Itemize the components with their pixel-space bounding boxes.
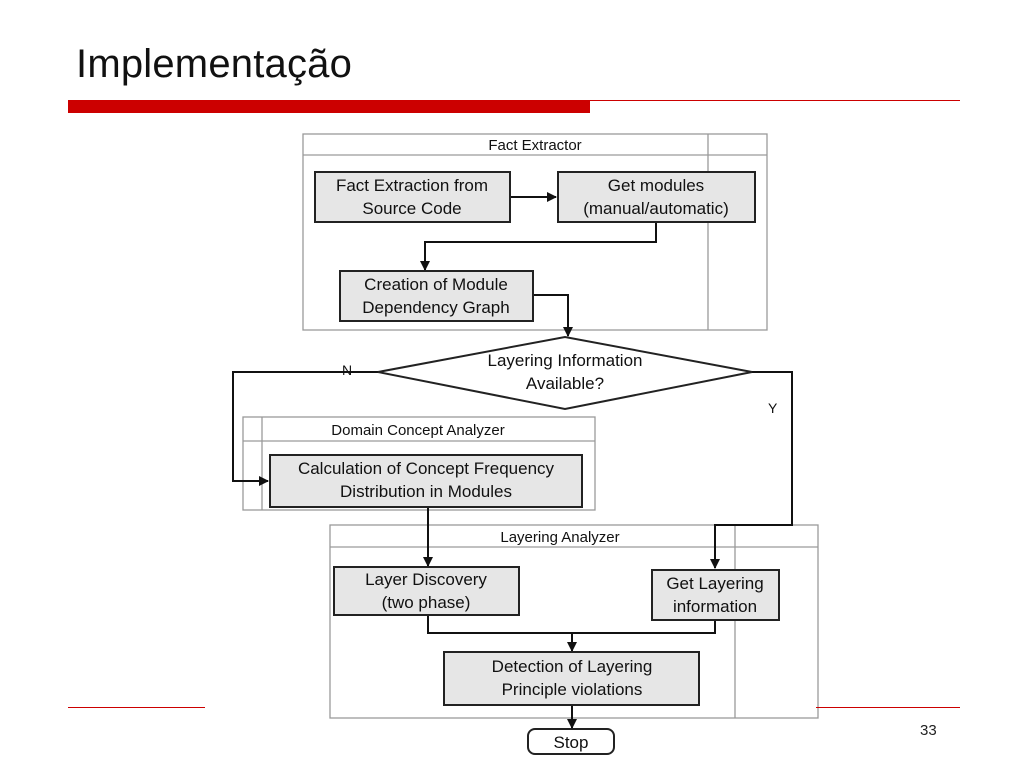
node-creation-mdg-line1: Creation of Module — [364, 275, 508, 294]
node-stop-label: Stop — [554, 733, 589, 752]
node-concept-frequency: Calculation of Concept Frequency Distrib… — [269, 454, 583, 508]
frame-fact-extractor: Fact Extractor — [302, 133, 768, 331]
page-number: 33 — [920, 722, 937, 739]
node-layering-decision-line1: Layering Information — [488, 351, 643, 370]
node-concept-frequency-line2: Distribution in Modules — [340, 482, 512, 501]
node-concept-frequency-line1: Calculation of Concept Frequency — [298, 459, 555, 478]
title-underline-thick — [68, 100, 590, 113]
node-detection-violations: Detection of Layering Principle violatio… — [443, 651, 700, 706]
slide-title: Implementação — [76, 42, 353, 86]
edge-label-yes: Y — [768, 400, 778, 416]
node-layering-decision-line2: Available? — [526, 374, 604, 393]
frame-fact-extractor-title: Fact Extractor — [488, 137, 581, 154]
node-creation-mdg-line2: Dependency Graph — [362, 298, 509, 317]
node-get-layering-info: Get Layering information — [651, 569, 780, 621]
node-layering-decision: Layering Information Available? — [377, 335, 753, 411]
frame-layering-analyzer-title: Layering Analyzer — [500, 529, 619, 546]
node-layer-discovery-line2: (two phase) — [382, 593, 471, 612]
node-detection-violations-line2: Principle violations — [502, 680, 643, 699]
edge-decision-yes — [710, 371, 793, 569]
edge-label-no: N — [342, 362, 352, 378]
node-get-modules: Get modules (manual/automatic) — [557, 171, 756, 223]
edge-modules-to-mdg — [420, 222, 657, 271]
frame-domain-concept-analyzer: Domain Concept Analyzer — [242, 416, 596, 511]
connectors — [232, 192, 793, 729]
edge-decision-no — [232, 371, 378, 486]
footer-rule-right — [816, 707, 960, 708]
node-get-modules-line1: Get modules — [608, 176, 704, 195]
title-underline-thin — [590, 100, 960, 101]
node-fact-extraction-line2: Source Code — [362, 199, 461, 218]
node-stop: Stop — [527, 728, 615, 755]
node-get-modules-line2: (manual/automatic) — [583, 199, 729, 218]
node-creation-mdg: Creation of Module Dependency Graph — [339, 270, 534, 322]
node-get-layering-info-line1: Get Layering — [666, 574, 763, 593]
node-get-layering-info-line2: information — [673, 597, 757, 616]
node-fact-extraction: Fact Extraction from Source Code — [314, 171, 511, 223]
node-layer-discovery-line1: Layer Discovery — [365, 570, 487, 589]
node-detection-violations-line1: Detection of Layering — [492, 657, 653, 676]
edge-mdg-to-decision — [533, 294, 573, 337]
footer-rule-left — [68, 707, 205, 708]
node-fact-extraction-line1: Fact Extraction from — [336, 176, 488, 195]
frame-layering-analyzer: Layering Analyzer — [329, 524, 819, 719]
frame-domain-concept-analyzer-title: Domain Concept Analyzer — [331, 422, 504, 439]
node-layer-discovery: Layer Discovery (two phase) — [333, 566, 520, 616]
